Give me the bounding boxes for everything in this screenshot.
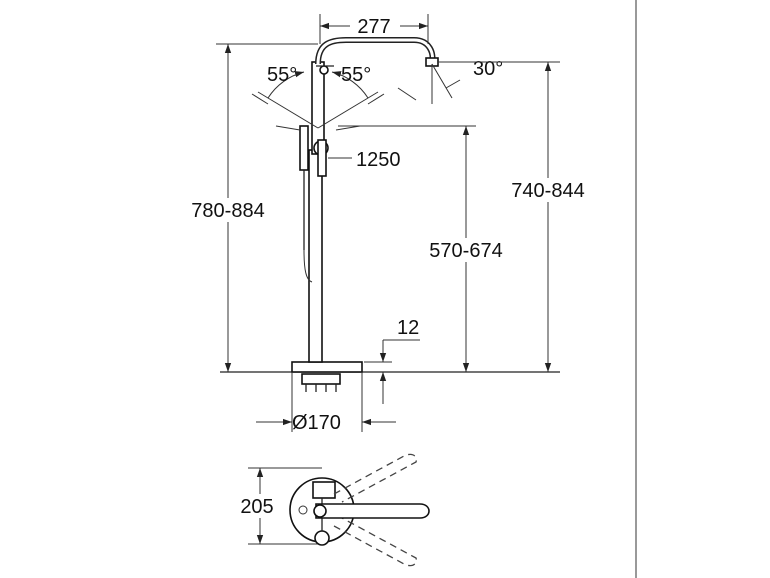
base-plate [291, 361, 363, 373]
hose-length-label: 1250 [356, 149, 401, 171]
lever-right-angle-label: 55° [341, 64, 371, 86]
plan-body-top [312, 481, 336, 499]
spout-arc [315, 37, 436, 65]
underfloor-fittings [301, 373, 341, 392]
plan-column [314, 530, 330, 546]
plan-lever [313, 504, 327, 518]
outlet-height-label: 740-844 [511, 180, 584, 202]
handshower-height-label: 570-674 [429, 240, 502, 262]
angle-guides [251, 71, 385, 131]
floor-plate-dimension [364, 339, 420, 404]
plan-depth-label: 205 [240, 496, 273, 518]
outlet-height-dimension [438, 61, 560, 372]
lever-left-angle-label: 55° [267, 64, 297, 86]
spout-reach-label: 277 [357, 16, 390, 38]
spout-swing-upper [333, 453, 418, 503]
base-diameter-dimension [256, 372, 396, 432]
base-diameter-label: Ø170 [292, 412, 341, 434]
spout-angle-guides [397, 63, 461, 104]
faucet-column [308, 149, 323, 363]
spout-angle-label: 30° [473, 58, 503, 80]
spout-swing-lower [333, 517, 418, 567]
lever-handle [316, 65, 334, 75]
plan-spout [315, 503, 430, 519]
plan-screw-left [298, 505, 308, 515]
plan-view: 205 [234, 453, 430, 567]
side-elevation: 55° 55° 30° 277 780-884 [182, 14, 594, 434]
floor-plate-label: 12 [397, 317, 419, 339]
handshower-holder [299, 125, 329, 283]
total-height-label: 780-884 [191, 200, 264, 222]
